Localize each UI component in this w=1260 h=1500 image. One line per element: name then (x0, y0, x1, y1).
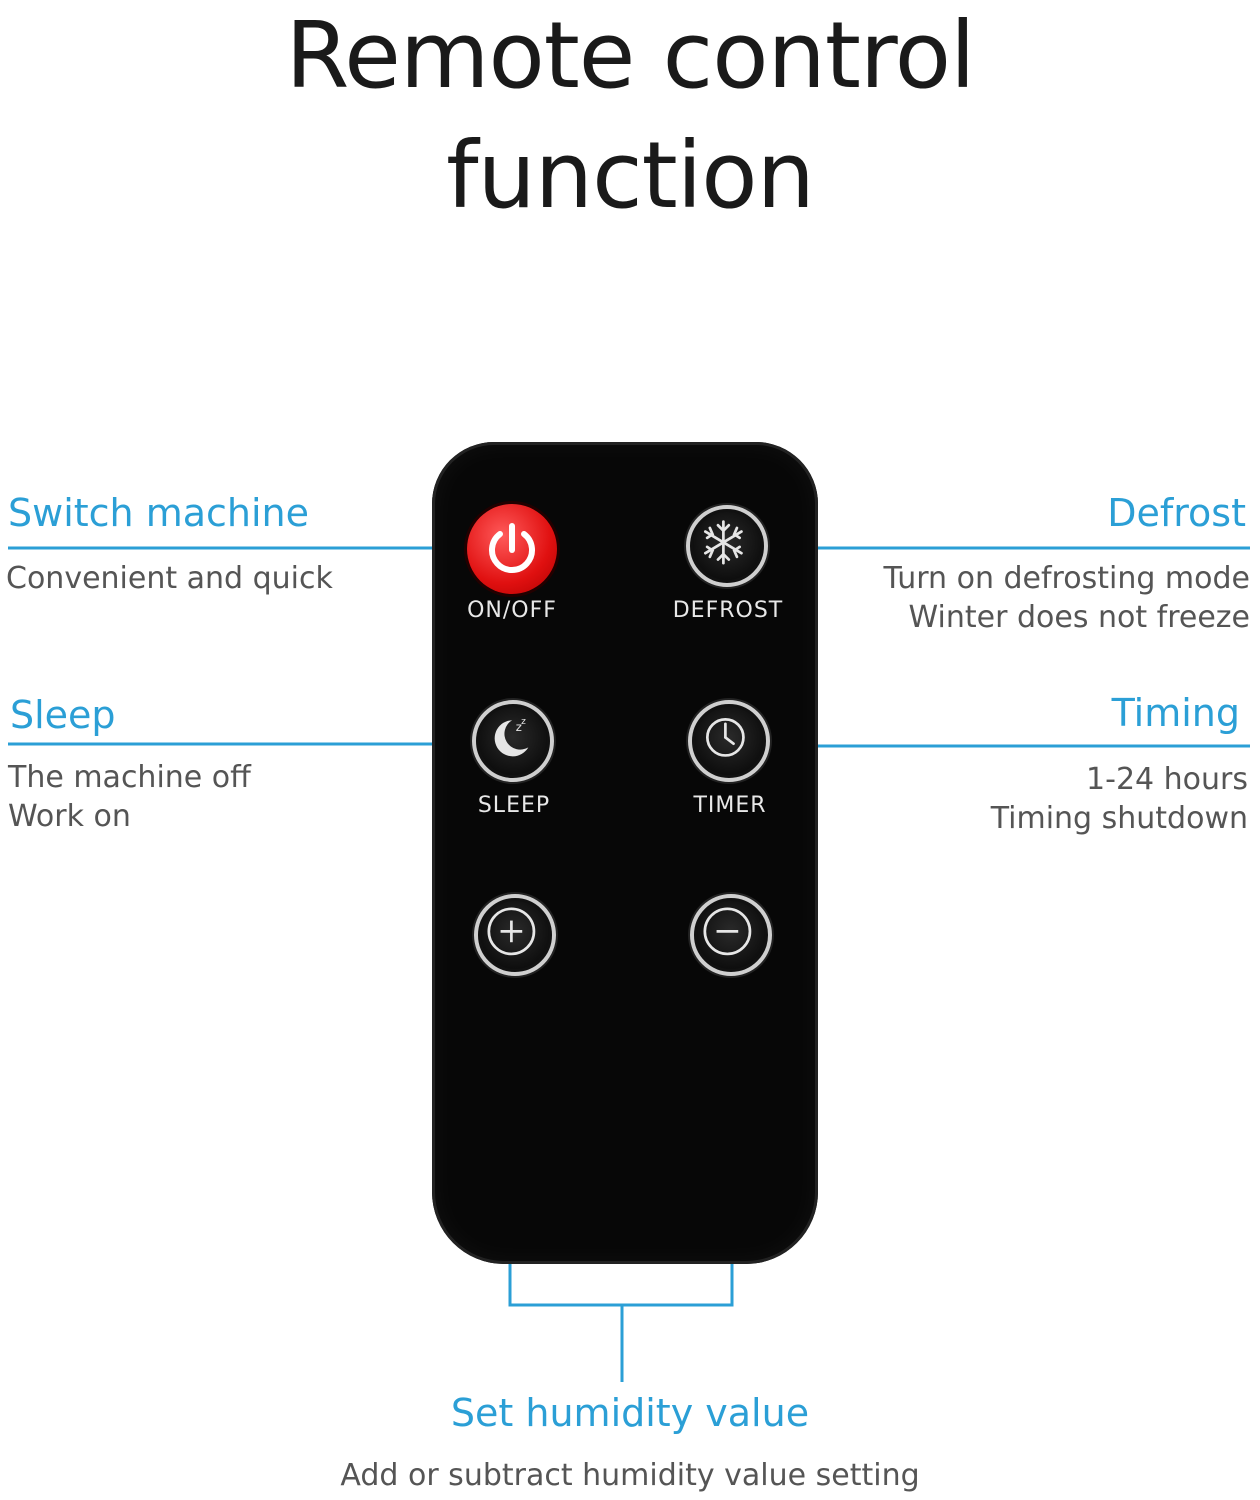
defrost-desc: Turn on defrosting mode Winter does not … (883, 561, 1250, 635)
svg-text:z: z (516, 720, 522, 734)
power-button[interactable] (467, 504, 557, 594)
svg-text:z: z (521, 717, 526, 727)
page-title-line-2: function (446, 122, 815, 229)
timing-title: Timing (1111, 691, 1240, 735)
sleep-title: Sleep (10, 693, 116, 737)
power-icon (489, 523, 535, 573)
power-button-label: ON/OFF (467, 598, 557, 623)
plus-icon (487, 907, 536, 956)
timing-desc: 1-24 hours Timing shutdown (990, 762, 1248, 836)
page-title-line-1: Remote control (285, 2, 975, 109)
defrost-button[interactable] (686, 505, 768, 587)
sleep-button[interactable]: z z (472, 700, 554, 782)
humidity-title: Set humidity value (450, 1391, 810, 1435)
defrost-title: Defrost (1107, 491, 1246, 535)
switch-machine-desc: Convenient and quick (6, 561, 333, 596)
remote-control: ON/OFF DEFROST z z SLEEP (432, 442, 818, 1264)
sleep-desc: The machine off Work on (8, 760, 251, 834)
moon-icon: z z (494, 717, 529, 757)
timer-button[interactable] (688, 700, 770, 782)
humidity-desc: Add or subtract humidity value setting (340, 1458, 920, 1493)
minus-icon (703, 907, 752, 956)
clock-icon (705, 717, 745, 757)
humidity-minus-button[interactable] (690, 894, 772, 976)
humidity-plus-button[interactable] (474, 894, 556, 976)
defrost-button-label: DEFROST (672, 598, 784, 623)
timer-button-label: TIMER (693, 793, 767, 818)
switch-machine-title: Switch machine (8, 491, 310, 535)
snowflake-icon (703, 520, 743, 565)
sleep-button-label: SLEEP (477, 793, 551, 818)
